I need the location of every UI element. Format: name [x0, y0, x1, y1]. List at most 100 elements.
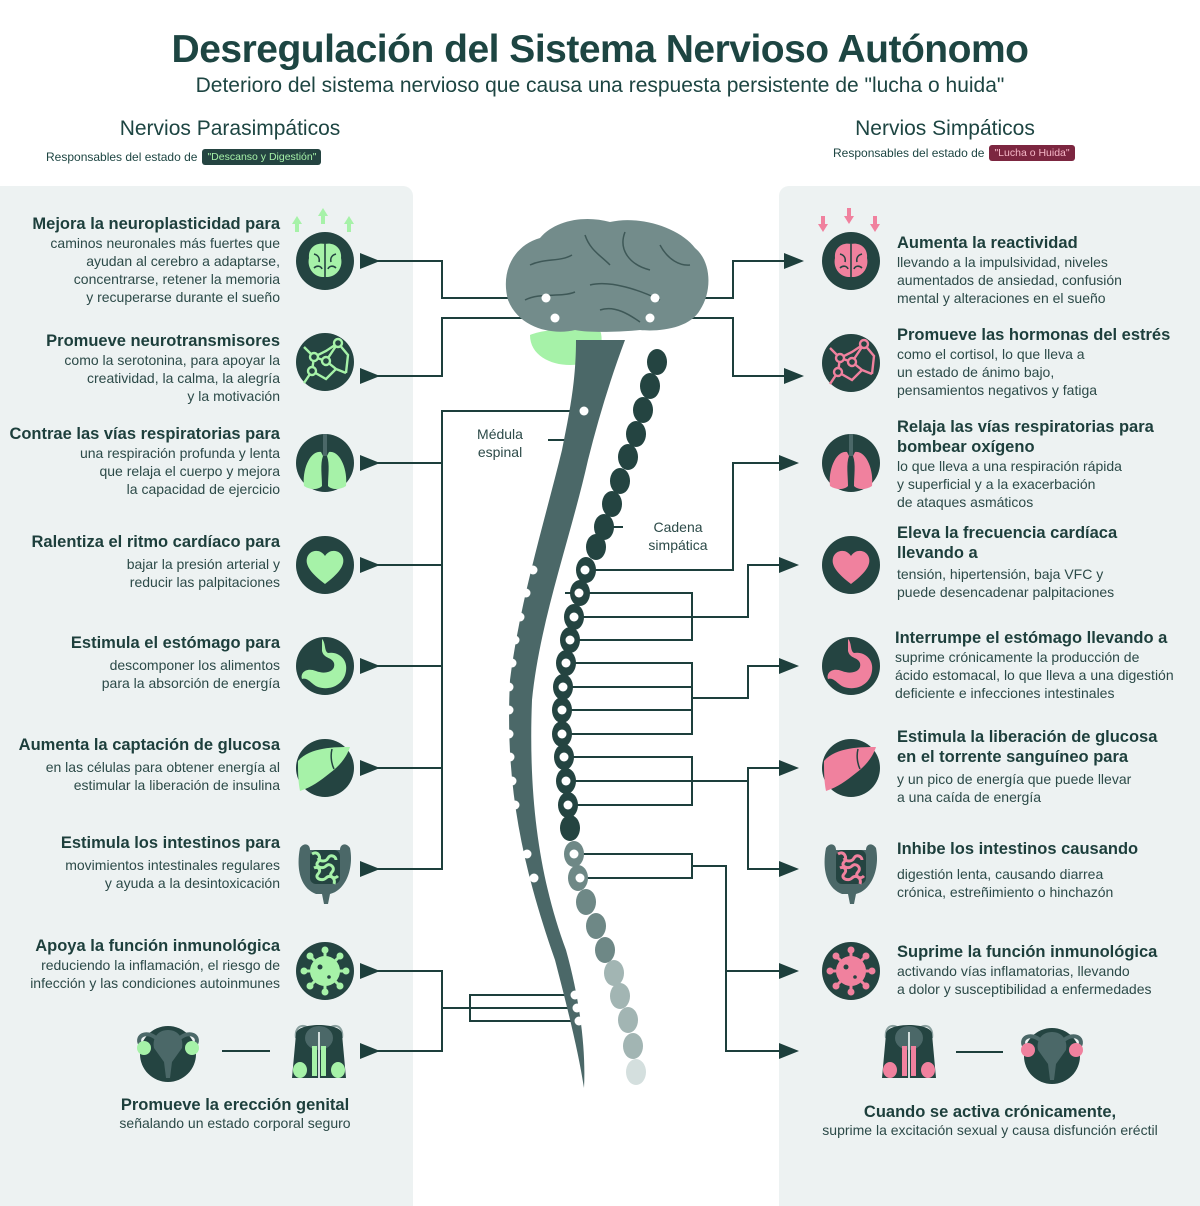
chain-ganglion — [647, 349, 667, 375]
item-line: puede desencadenar palpitaciones — [897, 584, 1115, 600]
nerve-junction-dot — [507, 776, 517, 786]
chain-ganglion — [560, 815, 580, 841]
nerve-junction-dot — [559, 752, 569, 762]
item-line: señalando un estado corporal seguro — [119, 1115, 351, 1131]
lungs-icon — [296, 434, 354, 492]
connector-virus-left — [360, 963, 575, 1009]
item-line: la capacidad de ejercicio — [126, 481, 280, 497]
penis-icon — [290, 1020, 348, 1082]
connector-liver-right — [692, 760, 799, 782]
brain-icon — [822, 232, 880, 290]
item-line: para la absorción de energía — [101, 675, 280, 691]
item-title: Contrae las vías respiratorias para — [9, 425, 280, 443]
brain-icon — [296, 232, 354, 290]
symp-item-stress-hormones: Promueve las hormonas del estrés como el… — [897, 325, 1197, 399]
heart-icon — [296, 536, 354, 594]
para-item-heart: Ralentiza el ritmo cardíaco para bajar l… — [0, 532, 280, 591]
item-line: estimular la liberación de insulina — [73, 777, 280, 793]
nerve-junction-dot — [565, 635, 575, 645]
sympathetic-chain-label-line1: Cadena — [653, 519, 703, 535]
item-line: descomponer los alimentos — [109, 657, 280, 673]
connector-heart-left — [360, 463, 443, 573]
nerve-junction-dot — [561, 776, 571, 786]
page-title: Desregulación del Sistema Nervioso Autón… — [171, 28, 1029, 71]
item-line: movimientos intestinales regulares — [65, 857, 280, 873]
nerve-junction-dot — [557, 729, 567, 739]
nerve-junction-dot — [575, 873, 585, 883]
intestines-icon — [822, 838, 880, 906]
chain-ganglion — [640, 373, 660, 399]
item-title: Cuando se activa crónicamente, — [863, 1103, 1117, 1121]
item-title: Estimula la liberación de glucosa en el … — [897, 728, 1158, 766]
item-title: Promueve neurotransmisores — [46, 332, 280, 350]
item-line: concentrarse, retener la memoria — [73, 271, 280, 287]
brain — [505, 218, 709, 332]
chain-ganglion — [586, 534, 606, 560]
sympathetic-sub-prefix: Responsables del estado de — [833, 146, 985, 160]
para-item-glucose: Aumenta la captación de glucosa en las c… — [0, 735, 280, 794]
chain-ganglion — [576, 889, 596, 915]
nerve-junction-dot — [580, 565, 590, 575]
decline-arrows-icon — [818, 208, 882, 236]
parasympathetic-heading: Nervios Parasimpáticos — [119, 117, 341, 140]
item-line: a una caída de energía — [897, 789, 1042, 805]
item-title: Promueve la erección genital — [120, 1096, 350, 1114]
item-title: Eleva la frecuencia cardíaca llevando a — [897, 524, 1118, 562]
item-line: caminos neuronales más fuertes que — [50, 235, 280, 251]
item-line: y un pico de energía que puede llevar — [897, 771, 1132, 787]
item-line: ácido estomacal, lo que lleva a una dige… — [895, 667, 1174, 683]
item-line: de ataques asmáticos — [897, 494, 1034, 510]
symp-genital-caption: Cuando se activa crónicamente, suprime l… — [790, 1103, 1190, 1138]
parasympathetic-sub-prefix: Responsables del estado de — [46, 150, 198, 164]
item-line: suprime crónicamente la producción de — [895, 649, 1140, 665]
item-line: y recuperarse durante el sueño — [86, 289, 280, 305]
nerve-junction-dot — [541, 293, 551, 303]
virus-icon — [822, 942, 880, 1000]
nerve-junction-dot — [558, 682, 568, 692]
item-line: una respiración profunda y lenta — [79, 445, 280, 461]
item-title: Relaja las vías respiratorias para bombe… — [897, 418, 1154, 456]
item-line: tensión, hipertensión, baja VFC y — [897, 566, 1104, 582]
lungs-icon — [822, 434, 880, 492]
item-line: lo que lleva a una respiración rápida — [897, 458, 1122, 474]
symp-item-intestines: Inhibe los intestinos causando digestión… — [897, 839, 1197, 901]
intestines-icon — [296, 838, 354, 906]
nerve-junction-dot — [507, 658, 517, 668]
nerve-junction-dot — [561, 658, 571, 668]
nerve-junction-dot — [574, 1016, 584, 1026]
item-line: en las células para obtener energía al — [45, 759, 280, 775]
symp-item-heart-rate: Eleva la frecuencia cardíaca llevando a … — [897, 523, 1137, 601]
item-line: infección y las condiciones autoinmunes — [30, 975, 280, 991]
spinal-cord — [509, 340, 625, 1088]
symp-item-glucose: Estimula la liberación de glucosa en el … — [897, 727, 1177, 806]
item-title: Mejora la neuroplasticidad para — [32, 215, 280, 233]
symp-item-reactivity: Aumenta la reactividad llevando a la imp… — [897, 233, 1197, 307]
nerve-junction-dot — [515, 612, 525, 622]
nerve-junction-dot — [528, 565, 538, 575]
nerve-junction-dot — [570, 990, 580, 1000]
connector-stomach-left — [360, 565, 443, 674]
connector-molecule-left — [360, 317, 555, 384]
nerve-junction-dot — [563, 800, 573, 810]
uterus-icon — [132, 1020, 204, 1086]
item-title: Ralentiza el ritmo cardíaco para — [31, 533, 280, 551]
nerve-junction-dot — [569, 849, 579, 859]
item-title: Inhibe los intestinos causando — [897, 840, 1139, 858]
para-item-stomach: Estimula el estómago para descomponer lo… — [0, 633, 280, 692]
virus-icon — [296, 942, 354, 1000]
nerve-junction-dot — [645, 313, 655, 323]
nerve-junction-dot — [510, 635, 520, 645]
uterus-icon — [1016, 1022, 1088, 1088]
penis-icon — [880, 1020, 938, 1082]
nerve-junction-dot — [504, 729, 514, 739]
nerve-junction-dot — [521, 588, 531, 598]
item-line: un estado de ánimo bajo, — [897, 364, 1055, 380]
chain-ganglion — [610, 983, 630, 1009]
item-line: ayudan al cerebro a adaptarse, — [86, 253, 280, 269]
nerve-junction-dot — [510, 800, 520, 810]
item-line: aumentados de ansiedad, confusión — [897, 272, 1122, 288]
para-item-neuroplasticity: Mejora la neuroplasticidad para caminos … — [0, 214, 280, 306]
chain-ganglion — [604, 960, 624, 986]
item-line: y ayuda a la desintoxicación — [104, 875, 280, 891]
